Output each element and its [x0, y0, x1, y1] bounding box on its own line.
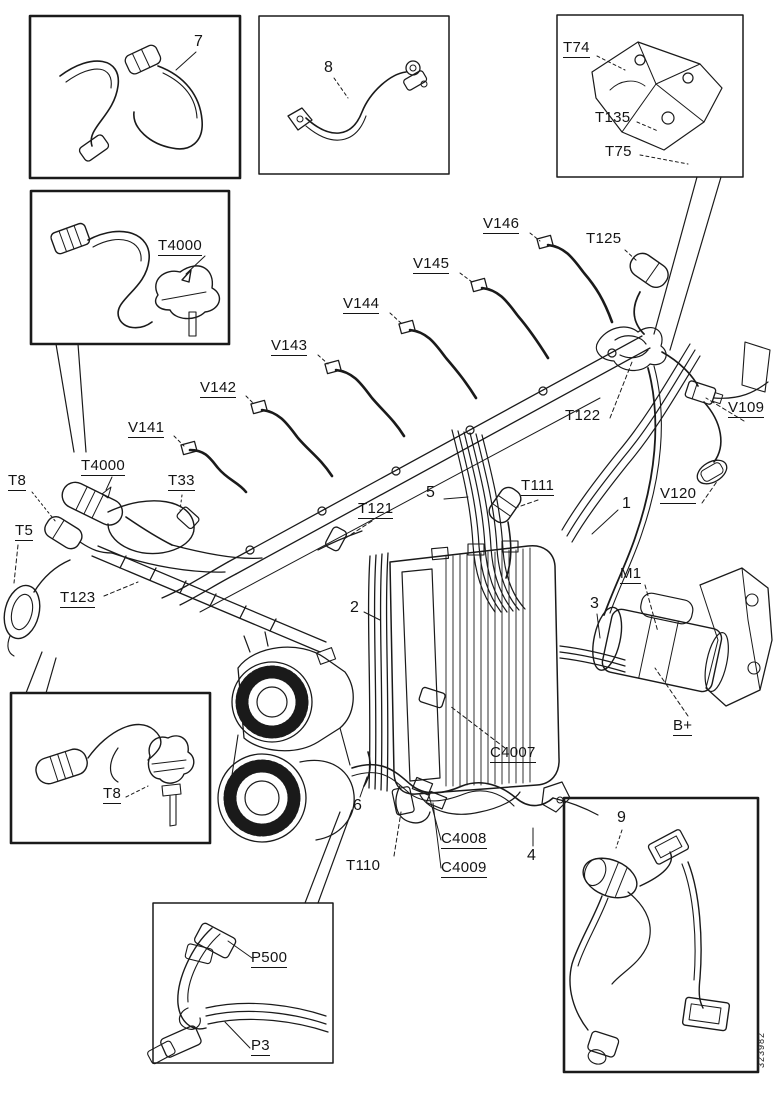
label-v146: V146: [483, 215, 520, 234]
injector-wire-v143: [324, 359, 406, 438]
label-t122: T122: [565, 407, 601, 424]
c4007-connector: [418, 686, 446, 709]
label-v142: V142: [200, 379, 237, 398]
t125-sensor-art: [629, 252, 669, 335]
label-t4000-inset: T4000: [158, 237, 203, 256]
inset-9-harness-art: [569, 829, 731, 1065]
valve-cover-band-art: [161, 335, 651, 613]
label-t135: T135: [595, 109, 631, 126]
label-5: 5: [426, 484, 436, 501]
inset-8-strap-art: [287, 60, 428, 141]
label-p3: P3: [251, 1037, 270, 1056]
leader-lines: [13, 232, 745, 904]
label-v145: V145: [413, 255, 450, 274]
label-t8: T8: [8, 472, 27, 491]
label-v141: V141: [128, 419, 165, 438]
label-4: 4: [527, 847, 537, 864]
v120-connector: [696, 459, 728, 485]
label-t121: T121: [358, 500, 394, 519]
harness-cluster-art: [595, 326, 667, 371]
label-t5: T5: [15, 522, 34, 541]
t4000-sensor-main: [61, 481, 124, 526]
starter-cables-3: [559, 645, 626, 673]
label-8: 8: [324, 59, 334, 76]
inset-p500-art: [147, 922, 329, 1065]
injector-wires-art: [180, 234, 614, 494]
starter-motor-art: [559, 567, 773, 707]
label-v120: V120: [660, 485, 697, 504]
right-harness-run-art: [603, 365, 662, 616]
label-c4008: C4008: [441, 830, 487, 849]
label-m1: M1: [620, 565, 642, 584]
left-sensor-cluster-art: [3, 481, 327, 657]
injector-wire-v141: [180, 440, 248, 494]
t5-grommet: [3, 559, 71, 657]
label-t33: T33: [168, 472, 195, 491]
ecu-manifold-art: [389, 540, 560, 815]
t111-connector-art: [488, 486, 522, 579]
inset-box-8-frame: [258, 15, 450, 175]
label-t74: T74: [563, 39, 590, 58]
right-branch-art: [561, 341, 771, 543]
wire-bundle-2-art: [367, 552, 389, 792]
inset-box-7-frame: [28, 14, 242, 180]
inset-7-cables-art: [59, 44, 203, 162]
label-t111: T111: [521, 477, 555, 496]
injector-wire-v145: [470, 277, 550, 360]
v109-connector: [684, 380, 724, 405]
inset-box-t8-frame: [9, 691, 212, 845]
label-9: 9: [617, 809, 627, 826]
label-t75: T75: [605, 143, 632, 160]
inset-box-t74-frame: [556, 14, 744, 178]
t33-wire-loop: [107, 500, 195, 555]
inset-t8-sensor-art: [35, 723, 195, 827]
label-v144: V144: [343, 295, 380, 314]
injector-wire-v144: [398, 319, 478, 400]
inset-t4000-sensor-art: [50, 222, 221, 453]
label-t110: T110: [346, 857, 381, 874]
label-t123: T123: [60, 589, 96, 608]
alternator-stack-art: [217, 631, 355, 843]
figure-id-vertical: 323982: [756, 1032, 766, 1069]
inset-t74-bracket-art: [591, 41, 723, 351]
label-2: 2: [350, 599, 360, 616]
label-1: 1: [622, 495, 632, 512]
label-p500: P500: [251, 949, 288, 968]
inset-box-p500-frame: [152, 902, 334, 1064]
bottom-cable-art: [351, 751, 599, 824]
label-c4007: C4007: [490, 744, 536, 763]
t8-sensor-main: [44, 515, 83, 550]
inset-box-9-frame: [562, 796, 760, 1074]
t123-tube: [91, 545, 327, 653]
label-3: 3: [590, 595, 600, 612]
inset-box-t4000-frame: [29, 189, 231, 346]
label-v143: V143: [271, 337, 308, 356]
injector-wire-v142: [250, 399, 334, 478]
injector-wire-v146: [536, 234, 614, 324]
label-t8-inset: T8: [103, 785, 122, 804]
t121-clamp-art: [317, 526, 363, 552]
label-6: 6: [353, 797, 363, 814]
label-c4009: C4009: [441, 859, 487, 878]
label-bplus: B+: [673, 717, 693, 736]
label-v109: V109: [728, 399, 765, 418]
label-7: 7: [194, 33, 204, 50]
label-t4000: T4000: [81, 457, 126, 476]
label-t125: T125: [586, 230, 622, 247]
